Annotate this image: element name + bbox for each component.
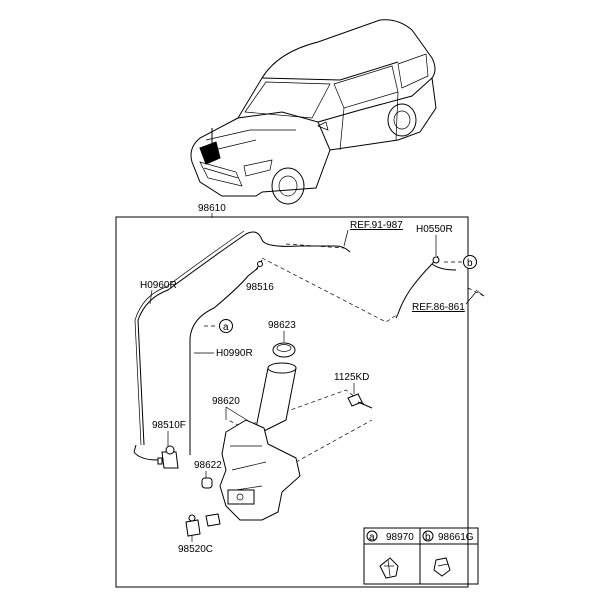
label-grommet[interactable]: 98516	[246, 282, 274, 293]
washer-pump-front[interactable]	[133, 445, 179, 469]
legend-table: a 98970 b 98661G	[363, 527, 479, 585]
callout-a[interactable]: a	[219, 319, 233, 334]
bolt-1125kd[interactable]	[347, 393, 373, 409]
label-pump-rear[interactable]: 98520C	[178, 544, 213, 555]
callout-b[interactable]: b	[463, 255, 477, 270]
label-seal[interactable]: 98622	[194, 460, 222, 471]
washer-reservoir[interactable]	[219, 342, 301, 521]
label-cap[interactable]: 98623	[268, 320, 296, 331]
legend-b-letter: b	[425, 532, 431, 543]
legend-a-part[interactable]: 98970	[386, 532, 414, 543]
label-ref-front[interactable]: REF.91-987	[350, 220, 403, 231]
legend-b-part[interactable]: 98661G	[438, 532, 474, 543]
label-reservoir[interactable]: 98620	[212, 396, 240, 407]
label-hose-mid[interactable]: H0990R	[216, 348, 253, 359]
label-hose-left[interactable]: H0960R	[140, 280, 177, 291]
label-main-assembly[interactable]: 98610	[198, 203, 226, 214]
label-pump-front[interactable]: 98510F	[152, 420, 186, 431]
hose-h0550r	[395, 255, 485, 319]
clip-b-icon	[433, 557, 451, 577]
label-ref-rear[interactable]: REF.86-861	[412, 302, 465, 313]
grommet-seal[interactable]	[201, 477, 213, 489]
washer-hoses	[133, 230, 351, 455]
assembly-frame	[115, 216, 469, 588]
label-hose-right[interactable]: H0550R	[416, 224, 453, 235]
callout-b-letter: b	[467, 258, 473, 269]
callout-a-letter: a	[223, 322, 229, 333]
vehicle-illustration	[190, 19, 437, 205]
clip-a-icon	[379, 557, 399, 579]
label-bolt[interactable]: 1125KD	[334, 372, 369, 383]
legend-a-letter: a	[369, 532, 375, 543]
washer-pump-rear[interactable]	[185, 513, 221, 537]
